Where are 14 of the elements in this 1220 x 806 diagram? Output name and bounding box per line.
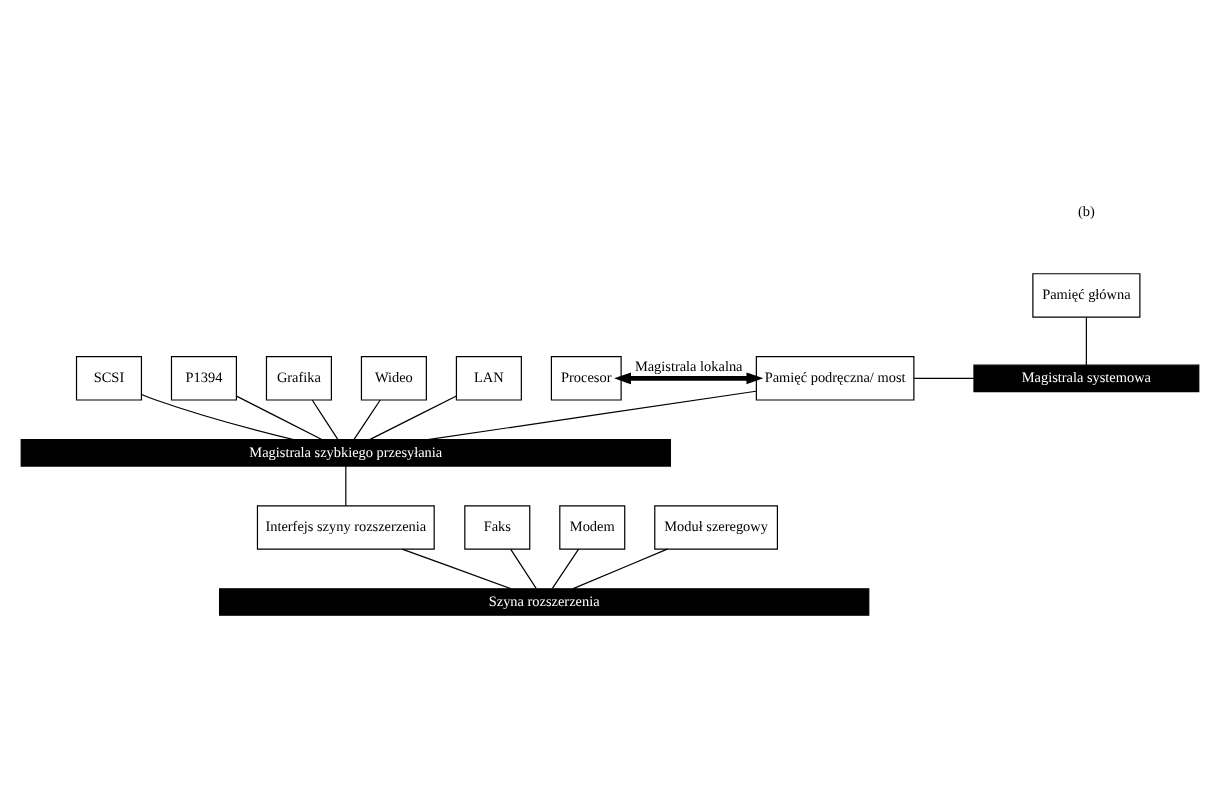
connector	[427, 390, 757, 441]
connector	[572, 548, 668, 590]
connector	[353, 399, 381, 440]
connector	[1085, 316, 1087, 366]
connector	[311, 399, 339, 440]
connector	[401, 548, 512, 590]
connector	[510, 548, 537, 589]
connector	[369, 395, 458, 441]
connector	[140, 393, 295, 441]
connector	[551, 548, 580, 589]
arrow	[614, 372, 764, 385]
connector	[913, 377, 975, 379]
connector	[235, 395, 323, 441]
connector	[345, 465, 347, 507]
